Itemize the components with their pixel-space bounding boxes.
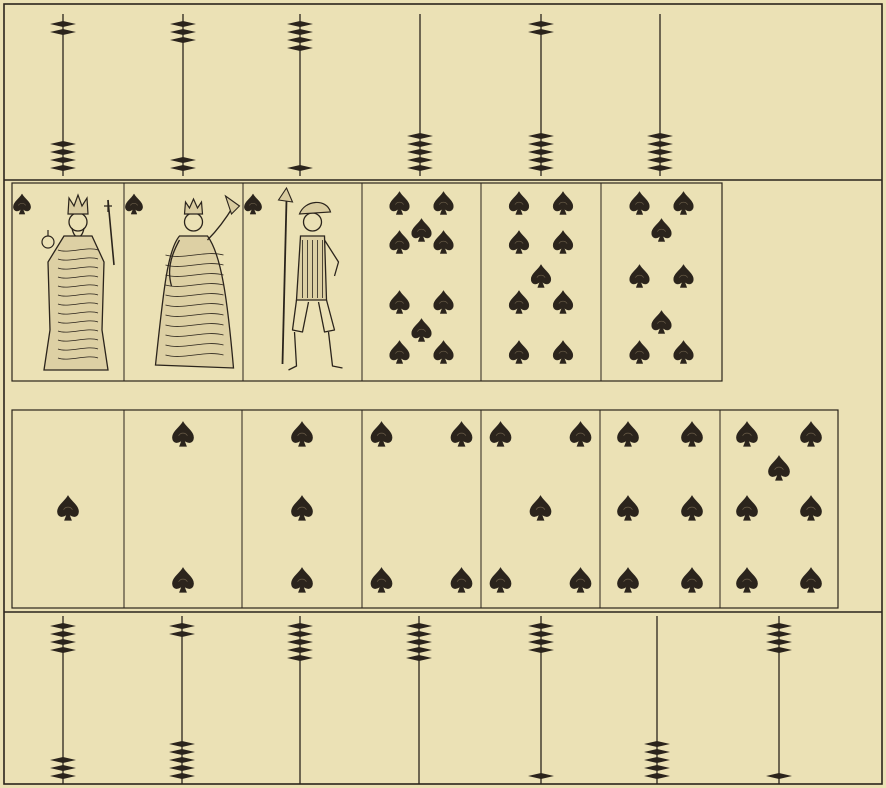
engraving-canvas xyxy=(0,0,886,788)
paper-background xyxy=(0,0,886,788)
playing-card-sheet xyxy=(0,0,886,788)
